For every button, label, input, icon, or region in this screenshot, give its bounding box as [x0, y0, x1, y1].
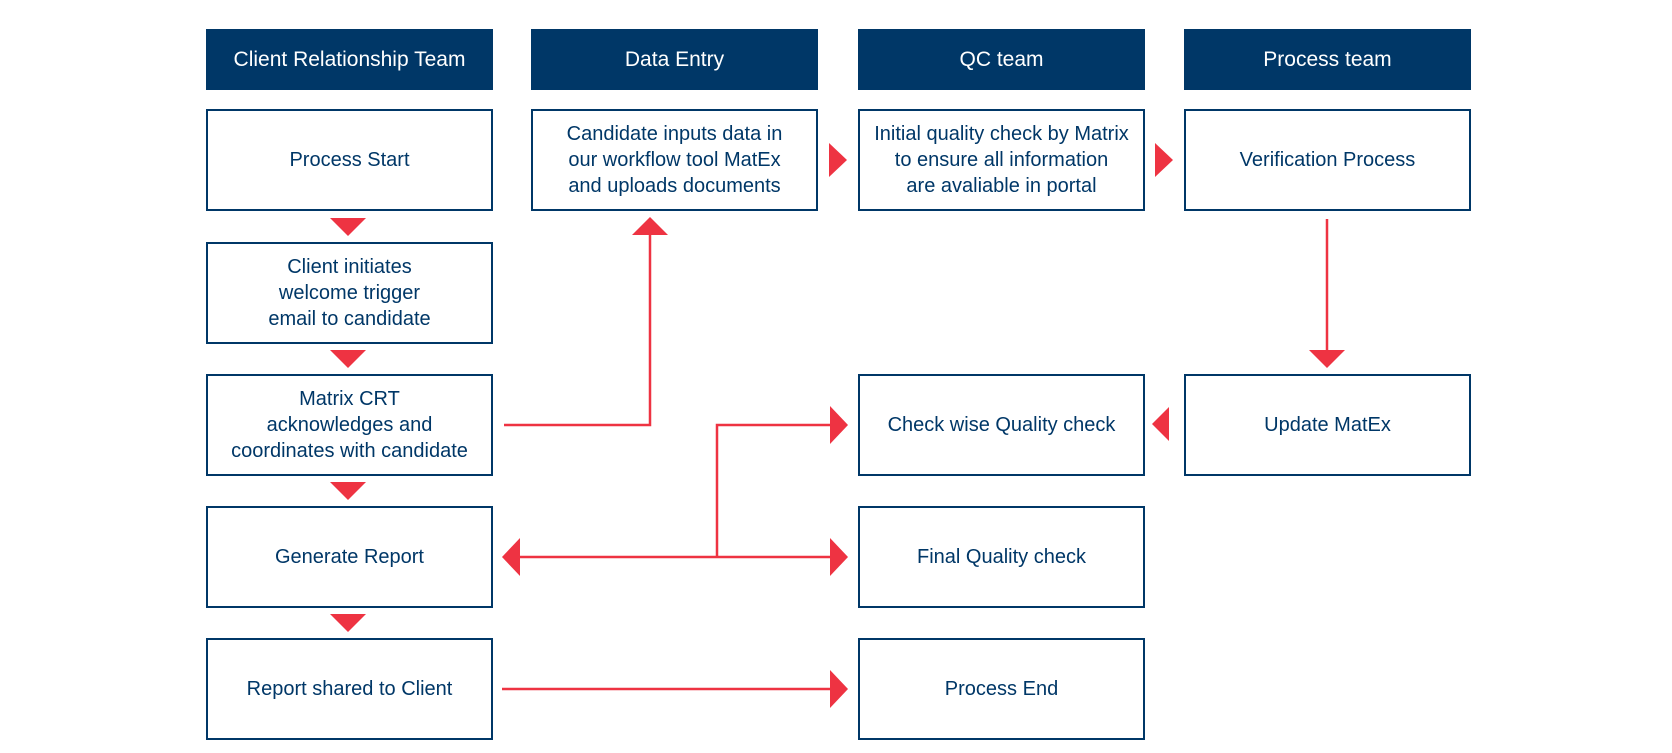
node-candidate-inputs: Candidate inputs data in our workflow to…	[531, 109, 818, 211]
node-client-initiates: Client initiates welcome trigger email t…	[206, 242, 493, 344]
line-crt-acknowledges-to-candidate-inputs	[504, 232, 652, 427]
arrow-process-start-to-client-initiates	[330, 218, 366, 236]
arrowhead-to-generate-report	[502, 538, 520, 576]
arrow-crt-acknowledges-to-generate-report	[330, 482, 366, 500]
node-initial-qc: Initial quality check by Matrix to ensur…	[858, 109, 1145, 211]
node-generate-report: Generate Report	[206, 506, 493, 608]
node-process-start: Process Start	[206, 109, 493, 211]
arrow-generate-report-to-report-shared	[330, 614, 366, 632]
arrow-update-matex-to-check-wise-qc	[1152, 407, 1169, 441]
arrow-candidate-inputs-to-initial-qc	[829, 143, 847, 177]
node-report-shared: Report shared to Client	[206, 638, 493, 740]
lane-header-data-entry: Data Entry	[531, 29, 818, 90]
lane-header-qc-team: QC team	[858, 29, 1145, 90]
arrowhead-to-process-end	[830, 670, 848, 708]
node-check-wise-qc: Check wise Quality check	[858, 374, 1145, 476]
node-update-matex: Update MatEx	[1184, 374, 1471, 476]
arrow-client-initiates-to-crt-acknowledges	[330, 350, 366, 368]
node-process-end: Process End	[858, 638, 1145, 740]
line-branch-to-check-wise-qc	[715, 423, 832, 557]
node-verification: Verification Process	[1184, 109, 1471, 211]
node-final-qc: Final Quality check	[858, 506, 1145, 608]
node-crt-acknowledges: Matrix CRT acknowledges and coordinates …	[206, 374, 493, 476]
arrowhead-to-update-matex	[1309, 350, 1345, 368]
lane-header-process-team: Process team	[1184, 29, 1471, 90]
arrowhead-to-candidate-inputs	[632, 217, 668, 235]
arrowhead-to-final-qc	[830, 538, 848, 576]
lane-header-client-relationship-team: Client Relationship Team	[206, 29, 493, 90]
arrow-initial-qc-to-verification	[1155, 143, 1173, 177]
arrowhead-to-check-wise-qc	[830, 406, 848, 444]
